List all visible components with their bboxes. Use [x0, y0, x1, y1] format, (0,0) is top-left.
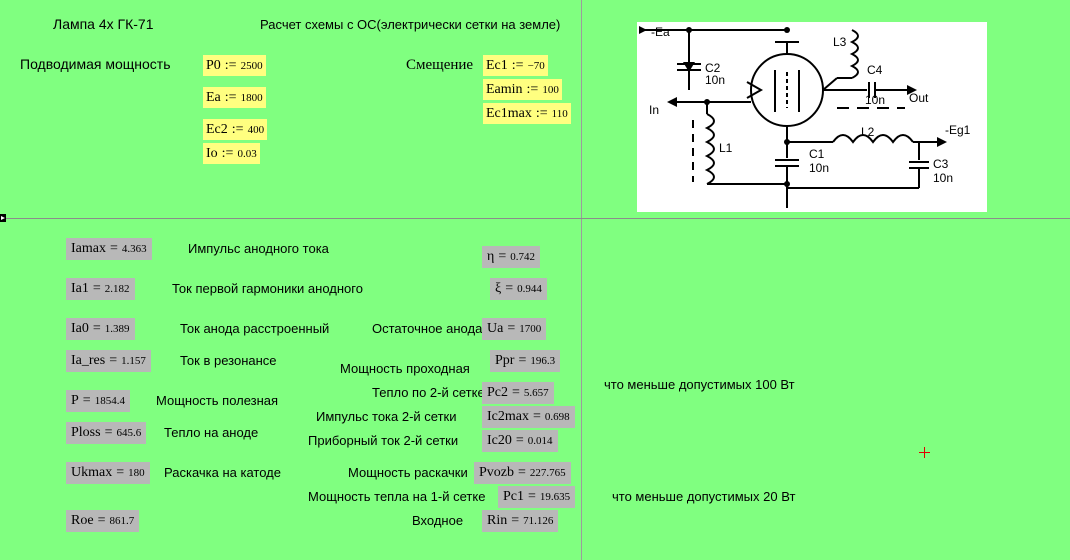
note-pc2: что меньше допустимых 100 Вт	[604, 377, 795, 392]
def-p0[interactable]: P0:=2500	[203, 55, 266, 76]
result-ic2max[interactable]: Ic2max=0.698	[482, 406, 575, 428]
schem-label-c2-value: 10n	[705, 73, 725, 87]
result-roe[interactable]: Roe=861.7	[66, 510, 140, 532]
result-eta[interactable]: η=0.742	[482, 246, 540, 268]
schem-label-c2: C2	[705, 61, 721, 75]
result-p[interactable]: P=1854.4	[66, 390, 130, 412]
power-label: Подводимая мощность	[20, 56, 171, 72]
worksheet-title: Лампа 4х ГК-71	[53, 16, 154, 32]
schem-label-c3-value: 10n	[933, 171, 953, 185]
schem-label-l1: L1	[719, 141, 733, 155]
crosshair-cursor-icon	[919, 447, 930, 458]
schem-label-eg1: -Eg1	[945, 123, 971, 137]
schem-label-ea: -Ea	[651, 25, 670, 39]
desc-ukmax: Раскачка на катоде	[164, 465, 281, 480]
result-iamax[interactable]: Iamax=4.363	[66, 238, 152, 260]
note-pc1: что меньше допустимых 20 Вт	[612, 489, 796, 504]
result-ukmax[interactable]: Ukmax=180	[66, 462, 150, 484]
def-ea[interactable]: Ea:=1800	[203, 87, 266, 108]
schem-label-out: Out	[909, 91, 929, 105]
desc-ploss: Тепло на аноде	[164, 425, 259, 440]
schem-label-c4: C4	[867, 63, 883, 77]
schem-label-l3: L3	[833, 35, 847, 49]
region-marker-icon[interactable]	[0, 214, 6, 222]
circuit-schematic[interactable]: -Ea C2 10n L3 C4 10n Out In L1 L2 C1 10n…	[637, 22, 987, 212]
schem-label-c1: C1	[809, 147, 825, 161]
desc-pc2: Тепло по 2-й сетке	[372, 385, 485, 400]
def-eamin[interactable]: Eamin:=100	[483, 79, 562, 100]
result-ia-res[interactable]: Ia_res=1.157	[66, 350, 151, 372]
schem-label-c3: C3	[933, 157, 949, 171]
schem-label-in: In	[649, 103, 659, 117]
result-pc2[interactable]: Pc2=5.657	[482, 382, 554, 404]
desc-rin: Входное	[412, 513, 464, 528]
circuit-schematic-drawing: -Ea C2 10n L3 C4 10n Out In L1 L2 C1 10n…	[639, 25, 971, 208]
result-pc1[interactable]: Pc1=19.635	[498, 486, 576, 508]
result-rin[interactable]: Rin=71.126	[482, 510, 559, 532]
def-ec2[interactable]: Ec2:=400	[203, 119, 268, 140]
region-divider-horizontal	[0, 218, 1070, 219]
desc-p: Мощность полезная	[156, 393, 279, 408]
result-ic20[interactable]: Ic20=0.014	[482, 430, 558, 452]
result-ploss[interactable]: Ploss=645.6	[66, 422, 147, 444]
def-io[interactable]: Io:=0.03	[203, 143, 260, 164]
desc-ia0: Ток анода расстроенный	[180, 321, 330, 336]
schem-label-c4-value: 10n	[865, 93, 885, 107]
schem-label-c1-value: 10n	[809, 161, 829, 175]
region-divider-vertical	[581, 0, 582, 560]
result-ia0[interactable]: Ia0=1.389	[66, 318, 135, 340]
worksheet-subtitle: Расчет схемы с ОС(электрически сетки на …	[260, 17, 561, 32]
desc-pvozb: Мощность раскачки	[348, 465, 468, 480]
desc-ic20: Приборный ток 2-й сетки	[308, 433, 459, 448]
desc-ia-res: Ток в резонансе	[180, 353, 277, 368]
desc-iamax: Импульс анодного тока	[188, 241, 329, 256]
result-ppr[interactable]: Ppr=196.3	[490, 350, 561, 372]
schem-label-l2: L2	[861, 125, 875, 139]
result-ua[interactable]: Ua=1700	[482, 318, 547, 340]
desc-ia1: Ток первой гармоники анодного	[172, 281, 363, 296]
result-ia1[interactable]: Ia1=2.182	[66, 278, 135, 300]
desc-ic2max: Импульс тока 2-й сетки	[316, 409, 457, 424]
result-xi[interactable]: ξ=0.944	[490, 278, 547, 300]
result-pvozb[interactable]: Pvozb=227.765	[474, 462, 571, 484]
desc-ppr: Мощность проходная	[340, 361, 470, 376]
def-ec1[interactable]: Ec1:=−70	[483, 55, 548, 76]
desc-ua: Остаточное анода	[372, 321, 483, 336]
desc-pc1: Мощность тепла на 1-й сетке	[308, 489, 486, 504]
def-ec1max[interactable]: Ec1max:=110	[483, 103, 571, 124]
bias-label: Смещение	[406, 57, 474, 73]
